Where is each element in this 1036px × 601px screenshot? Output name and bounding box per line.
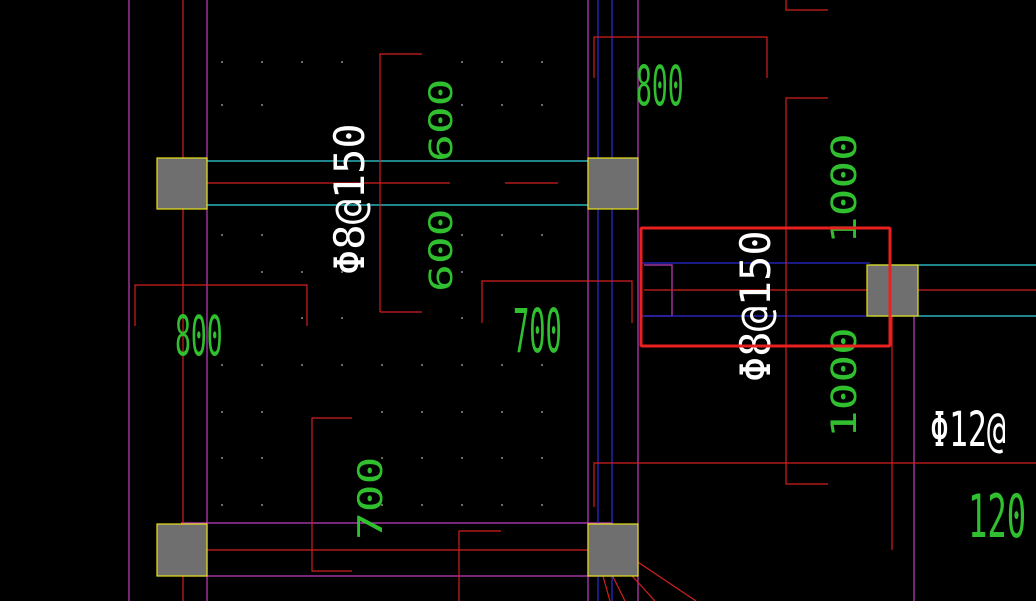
column-square-icon xyxy=(587,157,639,210)
red-lines xyxy=(134,0,1036,601)
dimension-texts: 800 600 600 800 700 700 1000 1000 120 xyxy=(175,55,1026,552)
dim-600-upper: 600 xyxy=(423,79,460,162)
column-square-icon xyxy=(587,523,639,577)
dim-800-top: 800 xyxy=(636,55,684,119)
dim-120-right: 120 xyxy=(968,482,1026,552)
dim-700-mid: 700 xyxy=(513,296,562,367)
columns xyxy=(156,157,919,577)
blue-lines xyxy=(597,0,870,601)
dim-600-lower: 600 xyxy=(423,209,460,292)
dot-grid xyxy=(221,61,543,506)
rebar-texts: Φ8@150 Φ8@150 Φ12@ xyxy=(325,123,1006,458)
rebar-label-right: Φ8@150 xyxy=(731,230,780,382)
rebar-label-far-right: Φ12@ xyxy=(930,401,1006,458)
column-square-icon xyxy=(156,523,208,577)
selection-highlight-box[interactable] xyxy=(639,226,892,348)
column-square-icon xyxy=(866,264,919,317)
column-square-icon xyxy=(156,157,208,210)
magenta-lines xyxy=(128,0,915,601)
rebar-label-left: Φ8@150 xyxy=(325,123,374,275)
dim-1000-lower: 1000 xyxy=(823,327,864,438)
dim-800-left: 800 xyxy=(175,305,223,369)
dim-700-lower: 700 xyxy=(351,457,390,540)
dim-1000-upper: 1000 xyxy=(823,133,864,244)
